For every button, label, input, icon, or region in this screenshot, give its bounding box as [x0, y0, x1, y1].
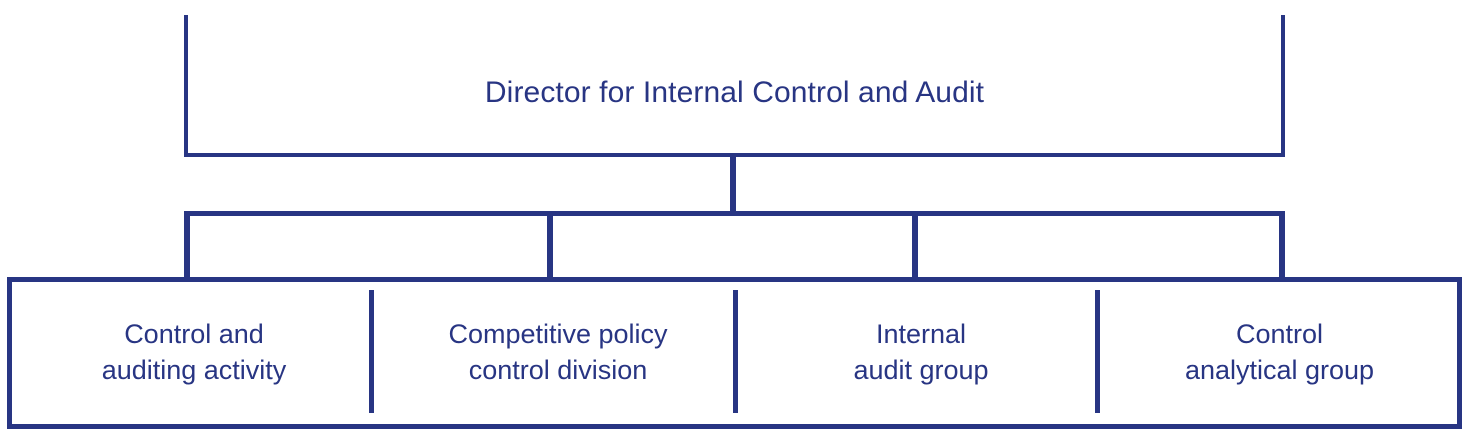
unit-divider-1 — [369, 290, 374, 413]
connector-drop-unit-1 — [184, 211, 190, 279]
unit-node-2-label-line1: Competitive policy — [448, 319, 668, 350]
unit-divider-3 — [1095, 290, 1100, 413]
connector-stem-vertical — [730, 153, 736, 216]
unit-node-4: Control analytical group — [1102, 282, 1457, 424]
unit-node-1-label: Control and auditing activity — [102, 317, 287, 388]
connector-bus-horizontal — [184, 211, 1285, 216]
unit-divider-2 — [733, 290, 738, 413]
unit-node-1-label-line2: auditing activity — [101, 355, 287, 385]
unit-node-2: Competitive policy control division — [376, 282, 740, 424]
unit-node-3-label-line2: audit group — [853, 355, 989, 385]
unit-node-1-label-line1: Control and — [124, 319, 264, 350]
unit-node-3: Internal audit group — [740, 282, 1102, 424]
unit-node-4-label: Control analytical group — [1185, 317, 1374, 388]
units-group-box: Control and auditing activity Competitive… — [7, 277, 1462, 429]
unit-node-4-label-line1: Control — [1235, 319, 1324, 350]
connector-drop-unit-3 — [912, 211, 918, 279]
unit-node-3-label-line1: Internal — [875, 319, 967, 350]
unit-node-2-label-line2: control division — [468, 355, 648, 385]
connector-drop-unit-2 — [547, 211, 553, 279]
unit-node-1: Control and auditing activity — [12, 282, 376, 424]
root-node-label: Director for Internal Control and Audit — [484, 76, 985, 110]
unit-node-3-label: Internal audit group — [853, 317, 988, 388]
connector-drop-unit-4 — [1279, 211, 1285, 279]
unit-node-2-label: Competitive policy control division — [448, 317, 667, 388]
unit-node-4-label-line2: analytical group — [1184, 355, 1375, 385]
